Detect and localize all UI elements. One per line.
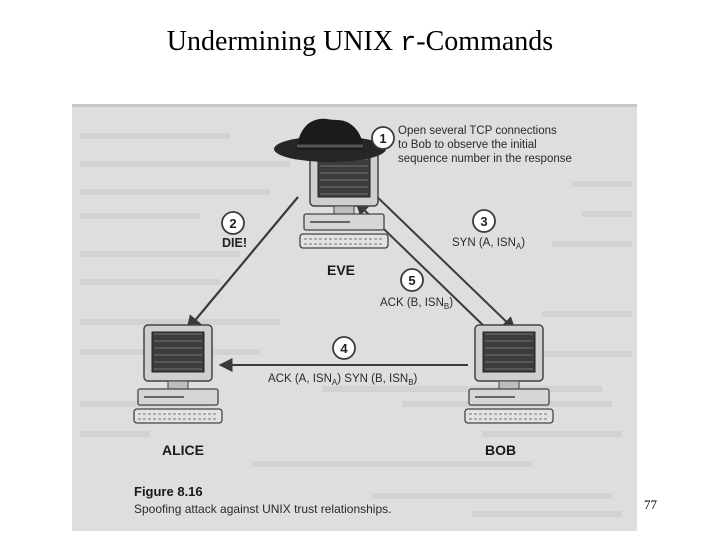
step-5-text: ACK (B, ISNB): [380, 297, 453, 311]
bob-label: BOB: [485, 442, 516, 458]
step-3-number: 3: [480, 214, 487, 229]
title-code: r: [400, 29, 417, 59]
step-2-text: DIE!: [222, 236, 247, 250]
eve-label: EVE: [327, 262, 355, 278]
step-1-number: 1: [379, 131, 386, 146]
step-1-text: Open several TCP connections to Bob to o…: [398, 125, 572, 165]
step-2: 2 DIE!: [221, 211, 247, 250]
step-5-number: 5: [408, 273, 415, 288]
arrow-eve-to-alice: [186, 196, 299, 332]
alice-label: ALICE: [162, 442, 204, 458]
hat-icon: [274, 118, 386, 162]
arrow-eve-to-bob-syn: [369, 189, 517, 331]
page-number: 77: [644, 497, 657, 512]
step-4-number: 4: [340, 341, 348, 356]
step-4: 4 ACK (A, ISNA) SYN (B, ISNB): [268, 336, 418, 387]
caption-title: Figure 8.16: [134, 484, 203, 499]
caption-text: Spoofing attack against UNIX trust relat…: [134, 502, 391, 516]
slide-title: Undermining UNIX r-Commands: [0, 26, 720, 59]
step-4-text: ACK (A, ISNA) SYN (B, ISNB): [268, 373, 418, 387]
step-5: 5 ACK (B, ISNB): [380, 268, 453, 311]
step-1: 1 Open several TCP connections to Bob to…: [371, 125, 572, 165]
spoofing-diagram: EVE ALICE BOB 1 Open several TCP connect…: [72, 104, 637, 531]
title-prefix: Undermining UNIX: [166, 26, 401, 57]
step-3-text: SYN (A, ISNA): [452, 237, 525, 251]
step-3: 3 SYN (A, ISNA): [452, 209, 525, 251]
title-suffix: -Commands: [416, 26, 554, 57]
figure-scan: EVE ALICE BOB 1 Open several TCP connect…: [72, 104, 637, 531]
step-2-number: 2: [229, 216, 236, 231]
